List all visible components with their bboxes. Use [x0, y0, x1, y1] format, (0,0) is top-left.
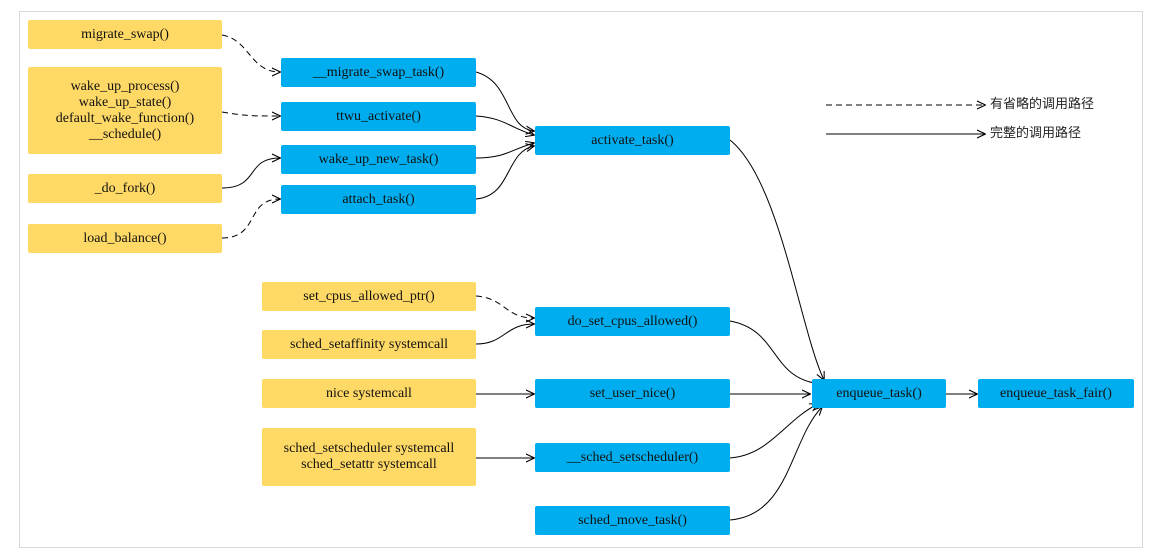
edge-attach-task-to-activate — [475, 146, 534, 200]
node-do-fork: _do_fork() — [28, 174, 222, 203]
node-migrate-swap: migrate_swap() — [28, 20, 222, 49]
node-wake-up-process: wake_up_process() — [70, 78, 180, 94]
node-sched-setattr-syscall: sched_setattr systemcall — [301, 457, 437, 472]
node-attach-task: attach_task() — [281, 185, 476, 214]
legend-dashed-label: 有省略的调用路径 — [990, 97, 1095, 112]
node-do-set-cpus-allowed: do_set_cpus_allowed() — [535, 307, 730, 336]
edge-set-cpus-allowed-ptr-to-do-set — [475, 295, 534, 318]
node-default-wake-function: default_wake_function() — [55, 110, 195, 126]
node-enqueue-task-fair: enqueue_task_fair() — [978, 379, 1134, 408]
node-sched-setscheduler: __sched_setscheduler() — [535, 443, 730, 472]
edge-ttwu-activate-to-activate — [475, 115, 534, 135]
diagram-frame — [19, 11, 1143, 548]
edge-migrate-swap-task-to-activate — [475, 71, 534, 131]
node-set-user-nice: set_user_nice() — [535, 379, 730, 408]
node-setscheduler-group: sched_setscheduler systemcall sched_seta… — [262, 428, 476, 486]
edge-wake-group-to-ttwu-activate — [221, 112, 280, 116]
node-wake-up-state: wake_up_state() — [78, 94, 172, 110]
edge-do-fork-to-wake-up-new-task — [221, 158, 280, 189]
node-wake-group: wake_up_process() wake_up_state() defaul… — [28, 67, 222, 154]
node-load-balance: load_balance() — [28, 224, 222, 253]
node-sched-setaffinity: sched_setaffinity systemcall — [262, 330, 476, 359]
node-enqueue-task: enqueue_task() — [812, 379, 946, 408]
edge-activate-to-enqueue — [729, 139, 824, 380]
edge-migrate-swap-to-migrate-swap-task — [221, 34, 280, 72]
edge-do-set-to-enqueue — [729, 320, 822, 384]
edge-sched-setscheduler-to-enqueue — [729, 404, 818, 459]
node-sched-setscheduler-syscall: sched_setscheduler systemcall — [283, 441, 455, 456]
edge-wake-up-new-task-to-activate — [475, 143, 534, 159]
node-wake-up-new-task: wake_up_new_task() — [281, 145, 476, 174]
legend-solid-label: 完整的调用路径 — [990, 126, 1082, 141]
edge-sched-move-task-to-enqueue — [729, 407, 822, 521]
edge-sched-setaffinity-to-do-set — [475, 324, 534, 345]
node-migrate-swap-task: __migrate_swap_task() — [281, 58, 476, 87]
edge-load-balance-to-attach-task — [221, 199, 280, 239]
node-ttwu-activate: ttwu_activate() — [281, 102, 476, 131]
node-set-cpus-allowed-ptr: set_cpus_allowed_ptr() — [262, 282, 476, 311]
node-schedule: __schedule() — [88, 126, 162, 142]
node-sched-move-task: sched_move_task() — [535, 506, 730, 535]
node-nice-syscall: nice systemcall — [262, 379, 476, 408]
node-activate-task: activate_task() — [535, 126, 730, 155]
